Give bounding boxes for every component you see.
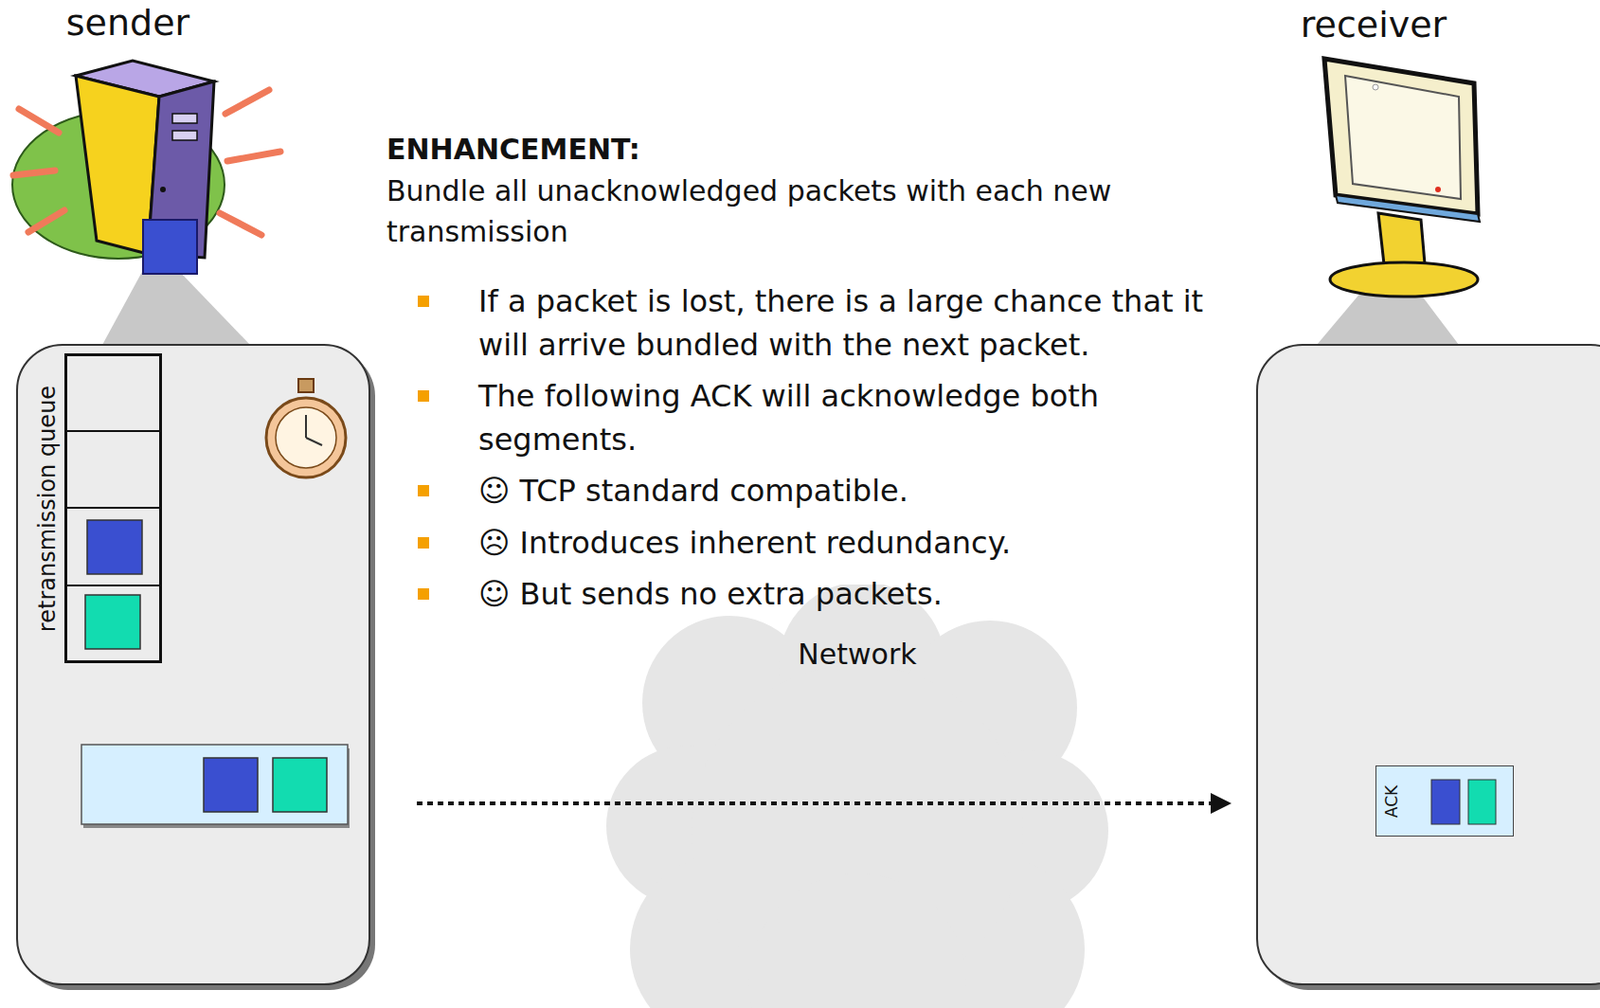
network-cloud: Network — [606, 584, 1109, 1008]
stopwatch-icon — [266, 378, 346, 478]
packet-teal — [85, 594, 141, 649]
sender-panel — [17, 344, 370, 985]
bullet-text: ☹ Introduces inherent redundancy. — [478, 521, 1246, 565]
packet-label: ACK — [1382, 784, 1402, 817]
transmission-arrow — [416, 801, 1213, 806]
host-name: receiver — [1264, 1, 1483, 49]
bullet-text: If a packet is lost, there is a large ch… — [478, 279, 1246, 367]
receiver-panel — [1257, 344, 1600, 985]
body-text: Bundle all unacknowledged packets with e… — [386, 170, 1164, 252]
bullet-text: ☺ But sends no extra packets. — [478, 572, 1246, 616]
bullet-markers — [417, 295, 430, 600]
packet-blue — [203, 757, 258, 812]
packet-teal — [272, 757, 327, 812]
network-label: Network — [606, 637, 1109, 671]
bullet-text: ☺ TCP standard compatible. — [478, 468, 1246, 513]
queue-cells — [64, 431, 162, 586]
view-funnel — [1316, 290, 1459, 345]
host-name: sender — [18, 0, 237, 47]
queue-label: retransmission queue — [34, 384, 61, 631]
bundle-box — [81, 744, 348, 825]
monitor-icon — [1324, 58, 1480, 297]
packet-blue — [87, 520, 143, 575]
arrow-head — [1210, 792, 1232, 814]
bullet-text: The following ACK will acknowledge both … — [478, 374, 1246, 462]
packet-box: ACK — [1375, 765, 1514, 837]
queue-box: retransmission queue — [64, 353, 162, 664]
view-funnel — [102, 269, 251, 345]
server-icon — [12, 60, 281, 274]
heading: ENHANCEMENT: — [386, 130, 1164, 168]
